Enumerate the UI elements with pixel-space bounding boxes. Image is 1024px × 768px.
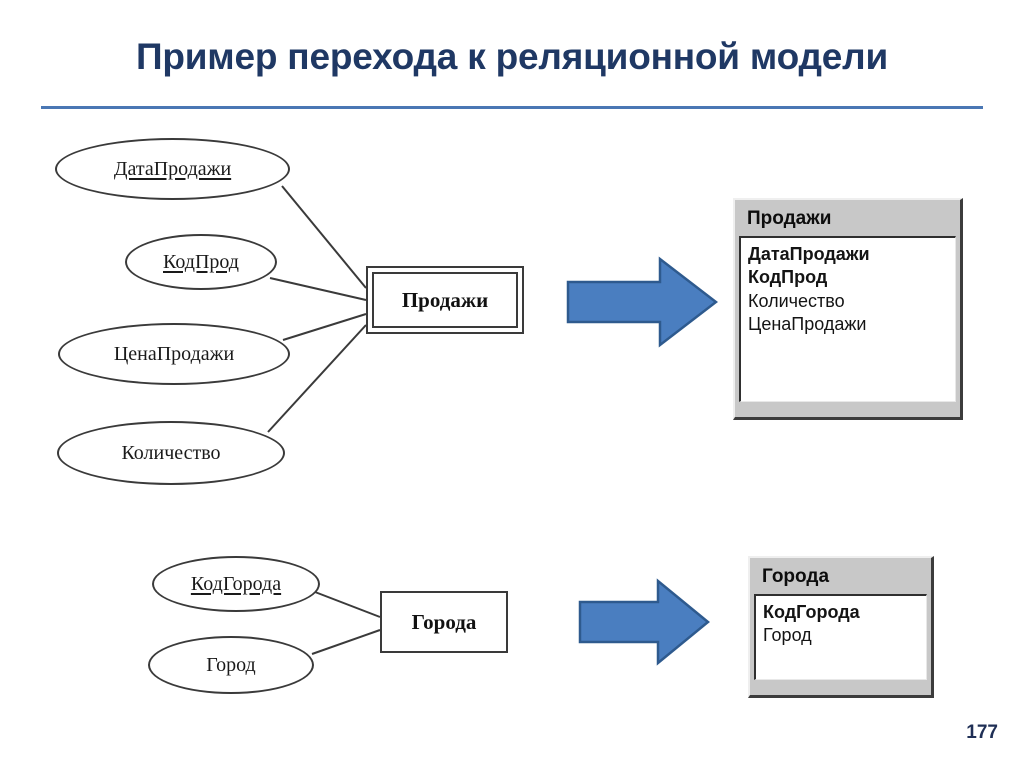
table-field: ЦенаПродажи: [748, 314, 867, 335]
er-entity-label: Города: [411, 609, 477, 634]
title-area: Пример перехода к реляционной модели: [40, 26, 984, 88]
table-field: Количество: [748, 290, 845, 311]
er-entity-box[interactable]: Города: [380, 591, 508, 653]
er-entity-box[interactable]: Продажи: [366, 266, 524, 334]
er-attribute-label: Количество: [121, 442, 221, 464]
title-divider: [41, 106, 983, 109]
relational-table-name: Продажи: [739, 204, 956, 236]
relational-table-name: Города: [754, 562, 927, 594]
table-field: ДатаПродажи: [748, 244, 870, 264]
relational-table-cities[interactable]: Города КодГорода Город: [748, 556, 934, 698]
relational-table-fields: КодГорода Город: [754, 594, 927, 680]
er-attribute-label: Город: [206, 654, 256, 676]
er-entity-inner: Продажи: [372, 272, 518, 328]
er-attribute-ellipse[interactable]: КодГорода: [152, 556, 320, 612]
er-attribute-ellipse[interactable]: Количество: [57, 421, 285, 485]
table-field: КодГорода: [763, 602, 860, 622]
er-attribute-ellipse[interactable]: ДатаПродажи: [55, 138, 290, 200]
er-attribute-ellipse[interactable]: КодПрод: [125, 234, 277, 290]
page-number: 177: [966, 722, 998, 743]
er-attribute-ellipse[interactable]: Город: [148, 636, 314, 694]
transform-arrow-sales: [566, 256, 718, 348]
er-attribute-ellipse[interactable]: ЦенаПродажи: [58, 323, 290, 385]
relational-table-sales[interactable]: Продажи ДатаПродажи КодПрод Количество Ц…: [733, 198, 963, 420]
transform-arrow-cities: [578, 578, 710, 666]
er-attribute-label: ДатаПродажи: [113, 158, 232, 180]
er-attribute-label: ЦенаПродажи: [113, 343, 235, 365]
er-entity-label: Продажи: [401, 287, 489, 312]
table-field: КодПрод: [748, 267, 828, 288]
relational-table-fields: ДатаПродажи КодПрод Количество ЦенаПрода…: [739, 236, 956, 402]
er-attribute-label: КодПрод: [163, 251, 239, 273]
er-attribute-label: КодГорода: [190, 573, 282, 595]
page-title: Пример перехода к реляционной модели: [135, 36, 889, 77]
table-field: Город: [763, 625, 812, 646]
